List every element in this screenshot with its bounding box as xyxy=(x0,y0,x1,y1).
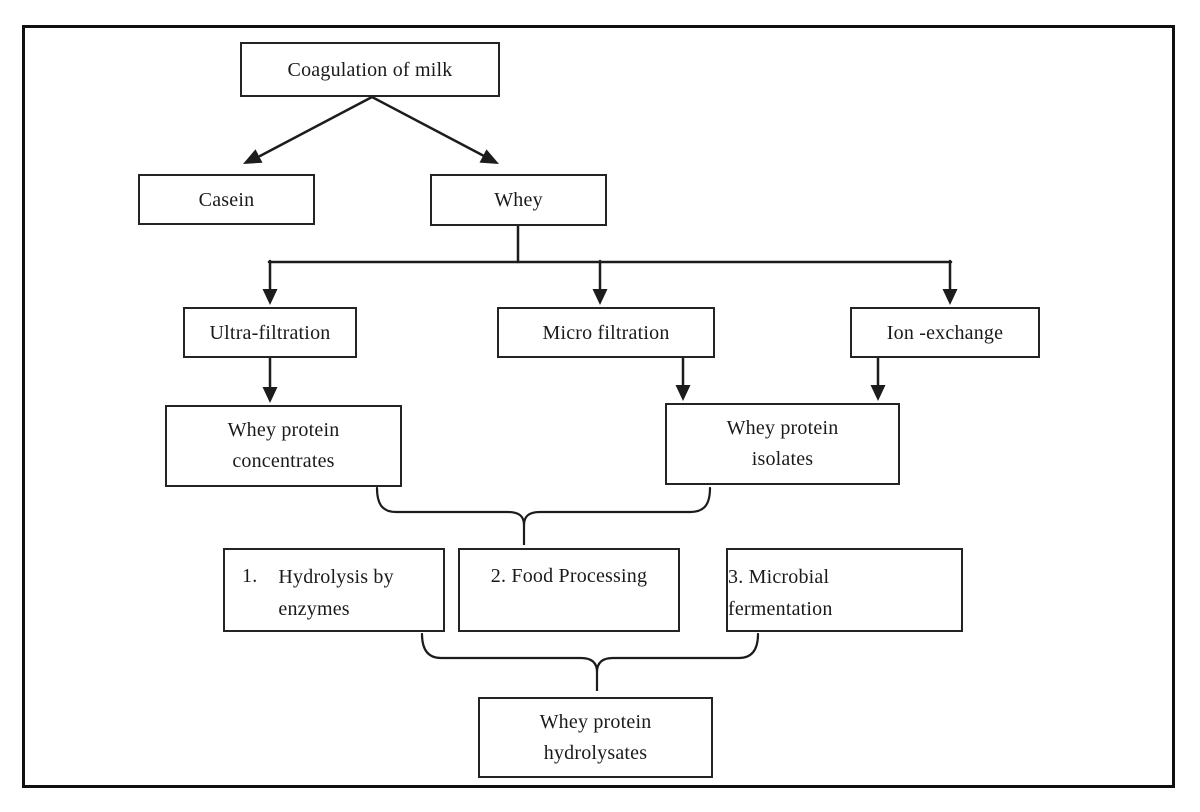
node-food-processing: 2. Food Processing xyxy=(458,548,680,632)
node-label: Micro filtration xyxy=(542,321,670,344)
node-coagulation-of-milk: Coagulation of milk xyxy=(240,42,500,97)
node-label: Hydrolysis by enzymes xyxy=(278,561,393,625)
node-whey: Whey xyxy=(430,174,607,226)
node-label: Coagulation of milk xyxy=(287,58,453,81)
node-label-line2: enzymes xyxy=(278,598,350,620)
node-label-line1: Whey protein xyxy=(539,710,652,733)
node-ultra-filtration: Ultra-filtration xyxy=(183,307,357,358)
figure-border-frame xyxy=(22,25,1175,788)
node-whey-protein-concentrates: Whey protein concentrates xyxy=(165,405,402,487)
node-label: 2. Food Processing xyxy=(490,565,648,587)
node-label-line1: Hydrolysis by xyxy=(278,566,394,588)
node-label-line1: 3. Microbial xyxy=(728,566,830,588)
node-label: Casein xyxy=(198,188,255,211)
node-whey-protein-hydrolysates: Whey protein hydrolysates xyxy=(478,697,713,778)
node-micro-filtration: Micro filtration xyxy=(497,307,715,358)
node-ion-exchange: Ion -exchange xyxy=(850,307,1040,358)
list-number: 1. xyxy=(242,565,258,587)
node-hydrolysis-by-enzymes: 1. Hydrolysis by enzymes xyxy=(223,548,445,632)
node-label-line2: hydrolysates xyxy=(543,741,648,764)
node-microbial-fermentation: 3. Microbial fermentation xyxy=(726,548,963,632)
node-label-line2: concentrates xyxy=(232,450,335,472)
node-label-line1: Whey protein xyxy=(726,417,839,439)
node-casein: Casein xyxy=(138,174,315,225)
node-label: Ultra-filtration xyxy=(209,321,331,344)
node-whey-protein-isolates: Whey protein isolates xyxy=(665,403,900,485)
node-label-line2: fermentation xyxy=(728,598,833,620)
node-label: Ion -exchange xyxy=(886,321,1004,344)
node-label-line1: Whey protein xyxy=(227,419,340,441)
node-label: Whey xyxy=(494,189,543,211)
node-label-line2: isolates xyxy=(751,448,814,470)
